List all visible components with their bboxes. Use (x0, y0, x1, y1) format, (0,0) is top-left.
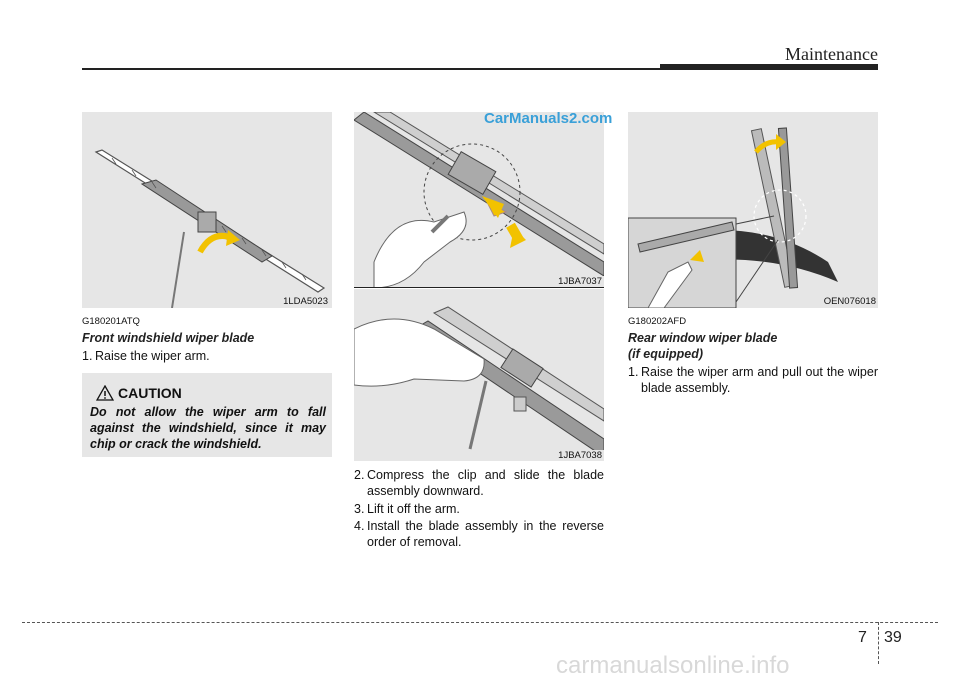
rear-wiper-subtitle-line2: (if equipped) (628, 347, 703, 361)
watermark: CarManuals2.com (484, 110, 613, 127)
chapter-number: 7 (858, 629, 867, 646)
front-wiper-figure (82, 112, 332, 308)
caution-title: CAUTION (118, 385, 182, 401)
wiper-clip-figure-2 (354, 289, 604, 461)
step-text: Raise the wiper arm. (95, 349, 210, 363)
rear-wiper-figure (628, 112, 878, 308)
header-rule (82, 68, 878, 70)
front-wiper-code: G180201ATQ (82, 316, 140, 327)
front-wiper-subtitle: Front windshield wiper blade (82, 331, 255, 345)
footer-watermark: carmanualsonline.info (556, 652, 790, 679)
step-text: Raise the wiper arm and pull out the wip… (641, 365, 878, 395)
step-text: Compress the clip and slide the blade as… (367, 468, 604, 498)
front-wiper-illustration (82, 112, 332, 308)
footer-dashed-divider (878, 622, 879, 664)
footer-dashed-rule (22, 622, 938, 623)
middle-step-4: 4. Install the blade assembly in the rev… (354, 518, 604, 550)
warning-triangle-icon (96, 385, 114, 401)
caution-text: Do not allow the wiper arm to fall again… (90, 405, 326, 451)
step-number: 2. (354, 468, 365, 482)
rear-wiper-subtitle: Rear window wiper blade (if equipped) (628, 330, 777, 362)
caution-box: CAUTION Do not allow the wiper arm to fa… (82, 373, 332, 457)
clip-figure-2-label: 1JBA7038 (556, 450, 604, 461)
rear-wiper-code: G180202AFD (628, 316, 687, 327)
middle-step-2: 2. Compress the clip and slide the blade… (354, 467, 604, 499)
step-number: 1. (82, 349, 93, 363)
clip-compress-illustration (354, 112, 604, 288)
step-text: Install the blade assembly in the revers… (367, 519, 604, 549)
step-number: 1. (628, 365, 639, 379)
rear-wiper-subtitle-line1: Rear window wiper blade (628, 331, 778, 345)
rear-wiper-figure-label: OEN076018 (821, 296, 878, 307)
front-wiper-step-1: 1. Raise the wiper arm. (82, 348, 332, 364)
figure-divider (354, 287, 604, 288)
step-text: Lift it off the arm. (367, 502, 460, 516)
header-rule-accent (660, 64, 878, 70)
front-wiper-figure-label: 1LDA5023 (281, 296, 330, 307)
rear-wiper-step-1: 1. Raise the wiper arm and pull out the … (628, 364, 878, 396)
step-number: 4. (354, 519, 365, 533)
wiper-clip-figure-1 (354, 112, 604, 288)
page-number: 39 (884, 629, 902, 646)
blade-slide-illustration (354, 289, 604, 461)
rear-wiper-illustration (628, 112, 878, 308)
header-title: Maintenance (785, 44, 878, 64)
clip-figure-1-label: 1JBA7037 (556, 276, 604, 287)
middle-step-3: 3. Lift it off the arm. (354, 501, 604, 517)
step-number: 3. (354, 502, 365, 516)
